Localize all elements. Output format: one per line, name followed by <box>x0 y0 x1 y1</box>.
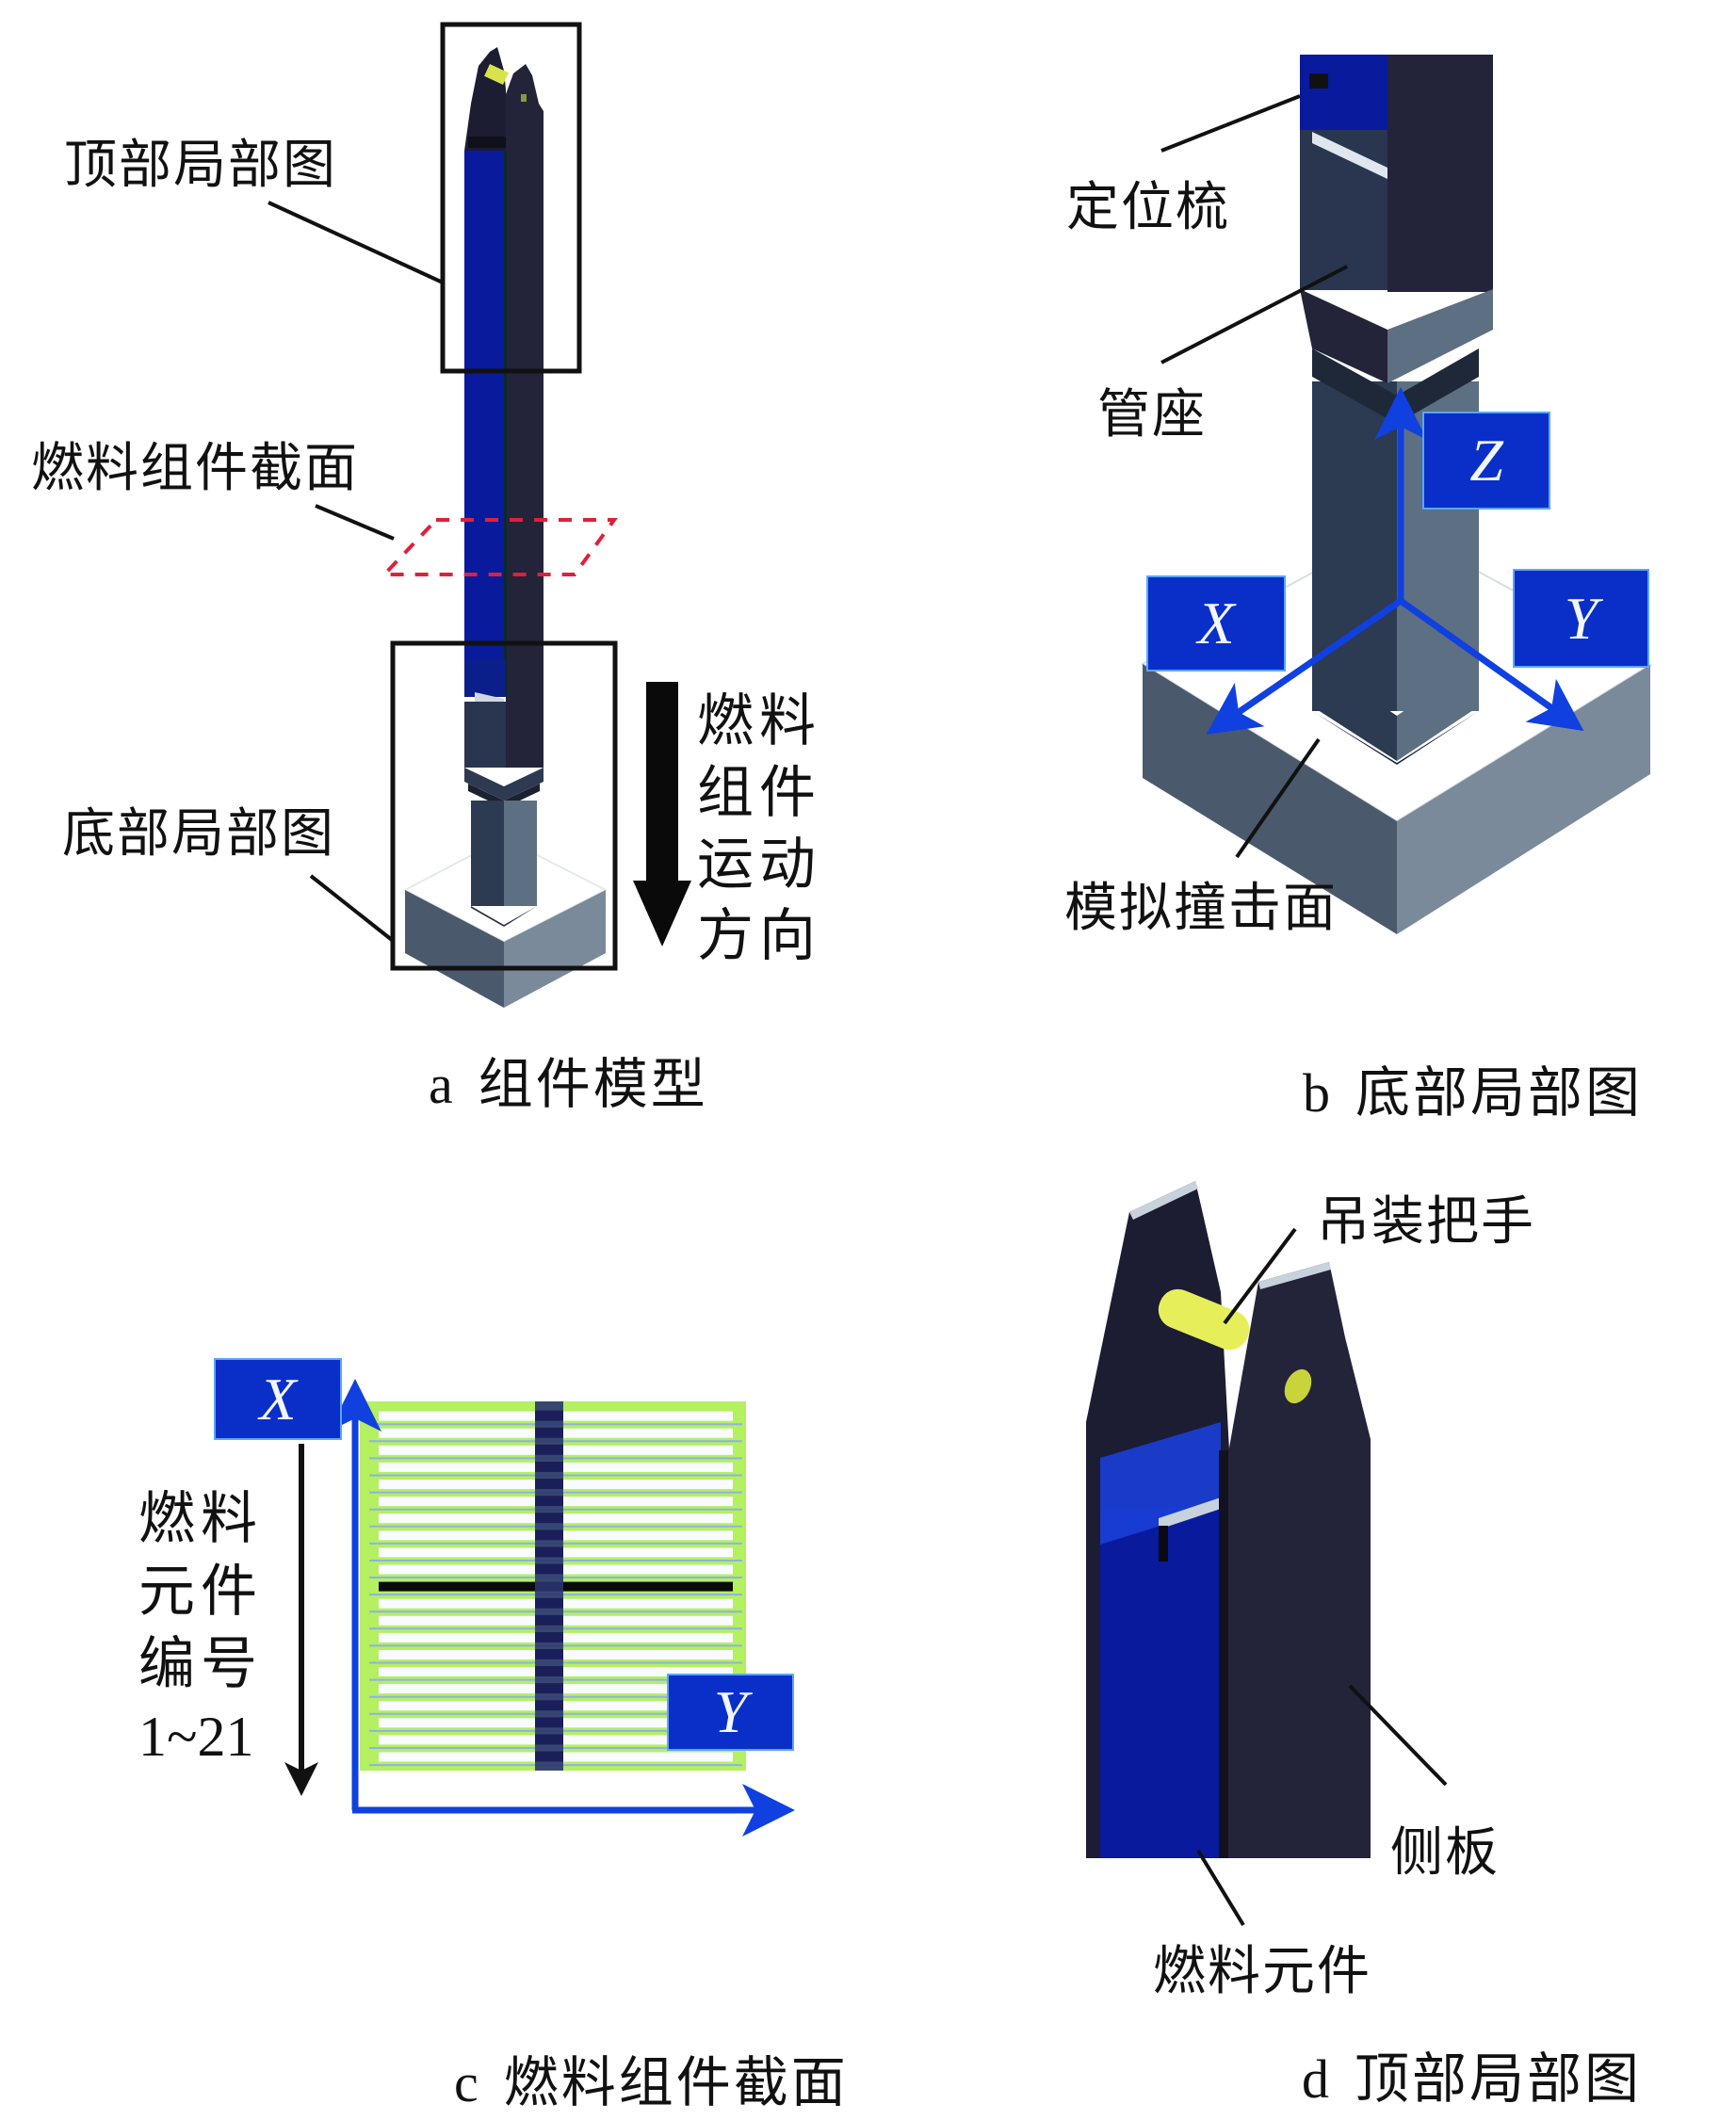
top-detail-frame <box>440 22 582 374</box>
label-side-plate: 侧板 <box>1390 1822 1500 1884</box>
bottom-detail-frame <box>390 640 618 971</box>
leader-lifting-handle <box>1223 1227 1297 1325</box>
center-strip-mark <box>535 1462 563 1472</box>
center-strip-mark <box>535 1649 563 1659</box>
label-top-detail: 顶部局部图 <box>64 135 337 196</box>
axis-label-y-c: Y <box>667 1674 794 1751</box>
panel-c-cross-section <box>284 1379 795 1837</box>
leader-fuel-element <box>1196 1849 1245 1927</box>
center-strip-mark <box>535 1444 563 1455</box>
label-impact-surface: 模拟撞击面 <box>1064 878 1338 939</box>
caption-a-letter: a <box>429 1054 456 1115</box>
leader-tube-socket <box>1160 265 1348 364</box>
center-strip-mark <box>535 1717 563 1728</box>
motion-line-2: 组件 <box>697 760 821 826</box>
caption-d-text: 顶部局部图 <box>1355 2047 1643 2111</box>
label-cross-section: 燃料组件截面 <box>31 438 359 499</box>
center-strip-mark <box>535 1479 563 1489</box>
panel-a-assembly-model <box>268 22 691 1008</box>
center-strip-mark <box>535 1700 563 1711</box>
center-strip-mark <box>535 1496 563 1507</box>
center-strip-mark <box>535 1529 563 1541</box>
motion-line-3: 运动 <box>697 832 821 898</box>
label-element-numbering: 燃料 元件 编号 1~21 <box>138 1483 263 1773</box>
motion-line-4: 方向 <box>697 903 821 969</box>
numbering-line-2: 元件 <box>138 1559 263 1625</box>
center-strip-mark <box>535 1683 563 1694</box>
numbering-line-3: 编号 <box>138 1631 263 1697</box>
leader-impact-surface <box>1235 737 1321 859</box>
label-motion-direction: 燃料 组件 运动 方向 <box>697 686 821 972</box>
caption-b-letter: b <box>1303 1062 1333 1124</box>
caption-a-text: 组件模型 <box>478 1052 708 1116</box>
label-bottom-detail: 底部局部图 <box>62 803 335 865</box>
center-strip-mark <box>535 1513 563 1524</box>
side-plate-right <box>1219 1262 1371 1858</box>
center-strip-mark <box>535 1546 563 1558</box>
center-strip-mark <box>535 1734 563 1745</box>
fuel-element-d <box>1100 1422 1221 1858</box>
caption-b-text: 底部局部图 <box>1355 1060 1644 1125</box>
center-strip-mark <box>535 1632 563 1643</box>
leader-bottom-detail <box>309 874 394 942</box>
axis-label-y-b: Y <box>1513 569 1649 668</box>
leader-cross-section <box>315 504 395 541</box>
caption-c-letter: c <box>454 2052 481 2113</box>
axis-label-z: Z <box>1422 412 1550 510</box>
axis-label-x-c: X <box>214 1358 342 1440</box>
label-lifting-handle: 吊装把手 <box>1317 1191 1535 1253</box>
center-strip-mark <box>535 1427 563 1438</box>
center-strip-mark <box>535 1410 563 1421</box>
fuel-assembly-column <box>464 47 544 808</box>
label-tube-socket: 管座 <box>1097 384 1207 445</box>
motion-direction-arrow-icon <box>633 682 691 947</box>
motion-line-1: 燃料 <box>697 688 821 754</box>
numbering-line-1: 燃料 <box>138 1486 263 1552</box>
leader-side-plate <box>1348 1684 1448 1787</box>
label-fuel-element: 燃料元件 <box>1153 1941 1371 2002</box>
label-positioning-comb: 定位梳 <box>1066 177 1230 238</box>
center-strip-mark <box>535 1614 563 1626</box>
impact-base-block <box>402 801 608 1008</box>
cross-section-plane <box>380 518 618 576</box>
center-strip-mark <box>535 1597 563 1609</box>
center-strip-mark <box>535 1563 563 1575</box>
column-upper-b <box>1300 55 1493 424</box>
numbering-line-4: 1~21 <box>138 1706 254 1768</box>
center-support-strip <box>535 1401 563 1771</box>
leader-positioning-comb <box>1160 94 1301 153</box>
caption-c-text: 燃料组件截面 <box>503 2050 849 2114</box>
pin-hole <box>1284 1368 1312 1404</box>
center-strip-marks <box>535 1410 563 1762</box>
caption-d-letter: d <box>1302 2048 1332 2110</box>
center-strip-mark <box>535 1751 563 1762</box>
lifting-handle-icon <box>1158 1288 1250 1351</box>
axis-label-x-b: X <box>1146 575 1286 672</box>
center-strip-mark <box>535 1666 563 1676</box>
leader-top-detail <box>268 201 444 284</box>
panel-d-top-detail <box>1086 1181 1448 1927</box>
coordinate-axes-b <box>1206 387 1584 735</box>
